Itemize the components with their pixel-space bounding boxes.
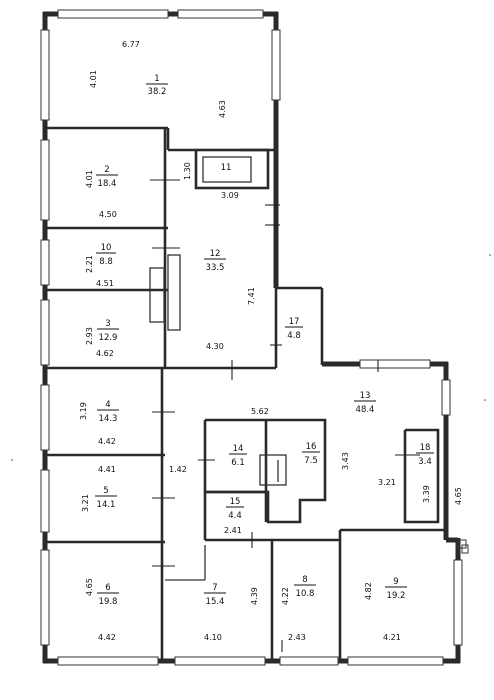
room-1-label: 1 38.2: [146, 74, 168, 97]
dimension-label: 6.77: [122, 40, 140, 49]
dimension-label: 2.43: [288, 633, 306, 642]
room-number: 5: [103, 486, 108, 496]
room-area: 4.4: [228, 511, 242, 521]
room-number: 17: [289, 317, 300, 327]
room-area: 38.2: [148, 87, 167, 97]
dimension-label: 4.41: [98, 465, 116, 474]
room-number: 18: [420, 443, 431, 453]
room-14-label: 14 6.1: [229, 444, 247, 468]
room-area: 19.8: [99, 597, 118, 607]
room-9-label: 9 19.2: [385, 577, 407, 601]
room-number: 6: [105, 583, 110, 593]
room-area: 12.9: [99, 333, 118, 343]
inner-walls: [45, 126, 446, 661]
dimension-label: 2.41: [224, 526, 242, 535]
dimension-label: 4.42: [98, 633, 116, 642]
room-area: 19.2: [387, 591, 406, 601]
room-area: 8.8: [99, 257, 113, 267]
dimension-label: 4.63: [218, 100, 227, 118]
room-number: 10: [101, 243, 112, 253]
room-number: 7: [212, 583, 217, 593]
room-10-label: 10 8.8: [96, 243, 116, 267]
room-number: 12: [210, 249, 221, 259]
dimension-label: 4.82: [364, 582, 373, 600]
dimension-label: 4.65: [85, 578, 94, 596]
room-number: 3: [105, 319, 110, 329]
room-area: 15.4: [206, 597, 225, 607]
room-area: 6.1: [231, 458, 245, 468]
room-area: 18.4: [98, 179, 117, 189]
dimension-label: 1.30: [183, 162, 192, 180]
room-3-label: 3 12.9: [97, 319, 119, 343]
room-2-label: 2 18.4: [96, 165, 118, 189]
dimension-label: 4.39: [250, 587, 259, 605]
room-15-label: 15 4.4: [226, 497, 244, 521]
dimension-label: 4.65: [454, 487, 463, 505]
room-6-label: 6 19.8: [97, 583, 119, 607]
room-7-label: 7 15.4: [204, 583, 226, 607]
room-number: 4: [105, 400, 110, 410]
dimension-label: 7.41: [247, 287, 256, 305]
dimension-label: 4.50: [99, 210, 117, 219]
room-number: 8: [302, 575, 307, 585]
dimension-label: 4.51: [96, 279, 114, 288]
dimension-label: 4.62: [96, 349, 114, 358]
dimension-label: 5.62: [251, 407, 269, 416]
room-number: 16: [306, 442, 317, 452]
room-area: 14.1: [97, 500, 116, 510]
room-number: 1: [154, 74, 159, 84]
room-area: 10.8: [296, 589, 315, 599]
room-18-label: 18 3.4: [416, 443, 434, 467]
dimension-label: 4.01: [85, 170, 94, 188]
room-number: 15: [230, 497, 241, 507]
room-13-label: 13 48.4: [354, 391, 376, 415]
dimension-labels: 6.77 4.01 4.63 1.30 3.09 4.01 4.50 2.21 …: [79, 40, 463, 642]
room-number: 2: [104, 165, 109, 175]
dimension-label: 3.19: [79, 402, 88, 420]
room-area: 33.5: [206, 263, 225, 273]
room-5-label: 5 14.1: [95, 486, 117, 510]
room-area: 7.5: [304, 456, 318, 466]
dimension-label: 4.42: [98, 437, 116, 446]
room-17-label: 17 4.8: [285, 317, 303, 341]
misc-marks: [11, 254, 491, 554]
dimension-label: 2.21: [85, 255, 94, 273]
room-area: 48.4: [356, 405, 375, 415]
room-16-label: 16 7.5: [302, 442, 320, 466]
dimension-label: 2.93: [85, 327, 94, 345]
room-number: 9: [393, 577, 398, 587]
room-8-label: 8 10.8: [294, 575, 316, 599]
dimension-label: 4.30: [206, 342, 224, 351]
dimension-label: 3.39: [422, 485, 431, 503]
room-4-label: 4 14.3: [97, 400, 119, 424]
room-number: 11: [221, 163, 232, 173]
room-number: 14: [233, 444, 244, 454]
dimension-label: 1.42: [169, 465, 187, 474]
dimension-label: 3.09: [221, 191, 239, 200]
room-12-label: 12 33.5: [204, 249, 226, 273]
dimension-label: 4.21: [383, 633, 401, 642]
room-number: 13: [360, 391, 371, 401]
room-11-label: 11: [221, 163, 232, 173]
room-labels: 1 38.2 2 18.4 10 8.8 3 12.9 4 14.3: [95, 74, 434, 607]
dimension-label: 3.43: [341, 452, 350, 470]
room-area: 4.8: [287, 331, 301, 341]
dimension-label: 3.21: [81, 494, 90, 512]
windows: [40, 9, 463, 666]
dimension-label: 4.10: [204, 633, 222, 642]
dimension-label: 3.21: [378, 478, 396, 487]
room-area: 14.3: [99, 414, 118, 424]
room-area: 3.4: [418, 457, 432, 467]
dimension-label: 4.22: [281, 587, 290, 605]
dimension-label: 4.01: [89, 70, 98, 88]
